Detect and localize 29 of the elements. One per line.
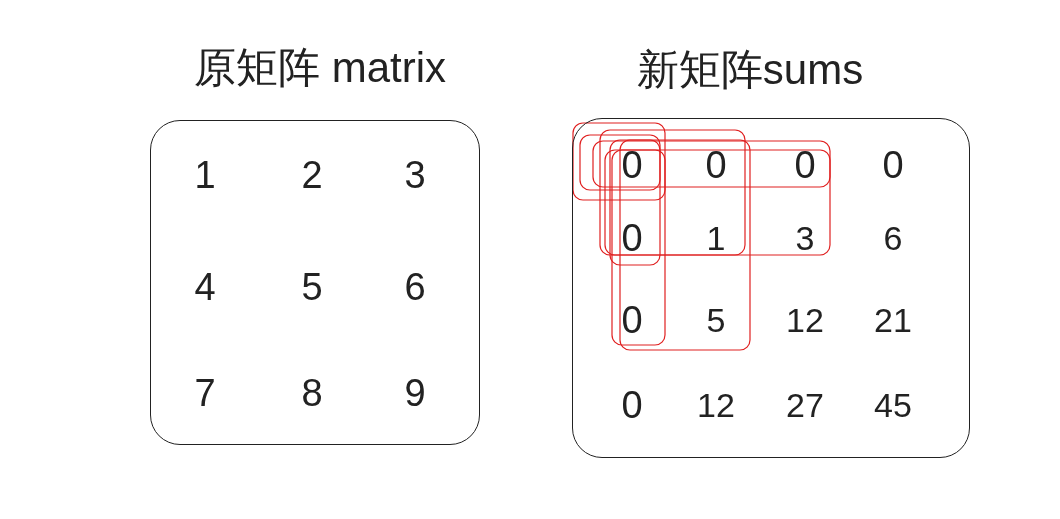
matrix-value: 4 <box>194 265 216 309</box>
matrix-value: 2 <box>301 153 323 197</box>
matrix-value: 0 <box>621 298 643 342</box>
matrix-value: 12 <box>786 300 824 340</box>
matrix-value: 5 <box>301 265 323 309</box>
matrix-frame <box>150 120 480 445</box>
matrix-value: 0 <box>621 143 643 187</box>
matrix-value: 6 <box>404 265 426 309</box>
matrix-value: 7 <box>194 371 216 415</box>
matrix-value: 1 <box>706 218 726 258</box>
matrix-value: 21 <box>874 300 912 340</box>
matrix-value: 0 <box>882 143 904 187</box>
matrix-value: 9 <box>404 371 426 415</box>
matrix-value: 45 <box>874 385 912 425</box>
matrix-value: 12 <box>697 385 735 425</box>
matrix-value: 5 <box>706 300 726 340</box>
matrix-value: 3 <box>404 153 426 197</box>
matrix-value: 27 <box>786 385 824 425</box>
matrix-value: 6 <box>883 218 903 258</box>
matrix-frame <box>572 118 970 458</box>
matrix-value: 0 <box>621 383 643 427</box>
matrix-title: 原矩阵 matrix <box>194 43 446 93</box>
matrix-value: 0 <box>705 143 727 187</box>
matrix-title: 新矩阵sums <box>636 45 864 95</box>
matrix-value: 0 <box>794 143 816 187</box>
matrix-value: 3 <box>795 218 815 258</box>
matrix-value: 1 <box>194 153 216 197</box>
matrix-value: 8 <box>301 371 323 415</box>
matrix-value: 0 <box>621 216 643 260</box>
